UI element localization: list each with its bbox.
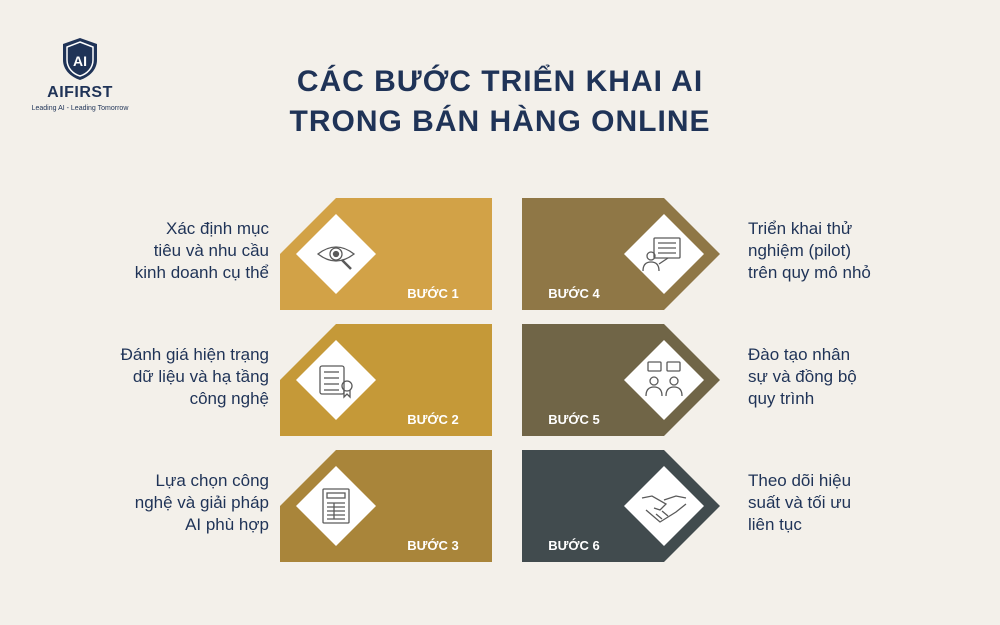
step-1: BƯỚC 1 xyxy=(280,198,492,310)
shield-logo-icon: AI xyxy=(63,38,97,80)
title-line-1: CÁC BƯỚC TRIỂN KHAI AI xyxy=(296,65,704,98)
step-1-description: Xác định mục tiêu và nhu cầu kinh doanh cụ… xyxy=(99,218,269,284)
eye-magnifier-icon xyxy=(316,246,356,270)
description-line: Triển khai thử xyxy=(748,219,853,238)
description-line: Lựa chọn công xyxy=(155,471,269,490)
brand-logo: AI AIFIRST Leading AI - Leading Tomorrow xyxy=(30,36,130,112)
step-2-description: Đánh giá hiện trạng dữ liệu và hạ tầng côn… xyxy=(99,344,269,410)
logo-mark: AI xyxy=(73,53,87,69)
description-line: sự và đồng bộ xyxy=(748,367,857,386)
step-label: BƯỚC 6 xyxy=(548,538,600,553)
step-6: BƯỚC 6 xyxy=(522,450,720,562)
description-line: trên quy mô nhỏ xyxy=(748,263,871,282)
icon-diamond xyxy=(624,214,704,294)
title-line-2: TRONG BÁN HÀNG ONLINE xyxy=(289,105,711,138)
step-5: BƯỚC 5 xyxy=(522,324,720,436)
certificate-icon xyxy=(319,365,353,399)
description-line: nghiệm (pilot) xyxy=(748,241,851,260)
page-title: CÁC BƯỚC TRIỂN KHAI AI TRONG BÁN HÀNG ON… xyxy=(0,62,1000,142)
icon-diamond xyxy=(624,340,704,420)
description-line: công nghệ xyxy=(189,389,269,408)
description-line: Xác định mục xyxy=(166,219,269,238)
description-line: dữ liệu và hạ tầng xyxy=(132,367,269,386)
description-line: Đào tạo nhân xyxy=(748,345,851,364)
description-line: quy trình xyxy=(748,389,815,408)
step-4-description: Triển khai thử nghiệm (pilot) trên quy mô … xyxy=(748,218,918,284)
icon-diamond xyxy=(296,340,376,420)
step-5-description: Đào tạo nhân sự và đồng bộ quy trình xyxy=(748,344,918,410)
handshake-icon xyxy=(641,495,687,523)
step-4: BƯỚC 4 xyxy=(522,198,720,310)
description-line: Theo dõi hiệu xyxy=(748,471,852,490)
step-2: BƯỚC 2 xyxy=(280,324,492,436)
step-6-description: Theo dõi hiệu suất và tối ưu liên tục xyxy=(748,470,918,536)
icon-diamond xyxy=(296,466,376,546)
description-line: liên tục xyxy=(748,515,802,534)
logo-tagline: Leading AI - Leading Tomorrow xyxy=(31,105,129,112)
description-line: tiêu và nhu cầu xyxy=(153,241,269,260)
description-line: nghệ và giải pháp xyxy=(134,493,269,512)
step-label: BƯỚC 3 xyxy=(407,538,459,553)
step-label: BƯỚC 2 xyxy=(407,412,459,427)
people-chat-icon xyxy=(645,361,683,397)
logo-name: AIFIRST xyxy=(47,84,113,101)
presentation-icon xyxy=(642,237,681,272)
step-label: BƯỚC 5 xyxy=(548,412,600,427)
step-3-description: Lựa chọn công nghệ và giải pháp AI phù hợp xyxy=(99,470,269,536)
description-line: AI phù hợp xyxy=(185,515,269,534)
step-label: BƯỚC 4 xyxy=(548,286,600,301)
step-label: BƯỚC 1 xyxy=(407,286,459,301)
description-line: Đánh giá hiện trạng xyxy=(120,345,269,364)
step-3: BƯỚC 3 xyxy=(280,450,492,562)
description-line: kinh doanh cụ thể xyxy=(134,263,269,282)
description-line: suất và tối ưu xyxy=(748,493,852,512)
document-icon xyxy=(322,488,350,524)
